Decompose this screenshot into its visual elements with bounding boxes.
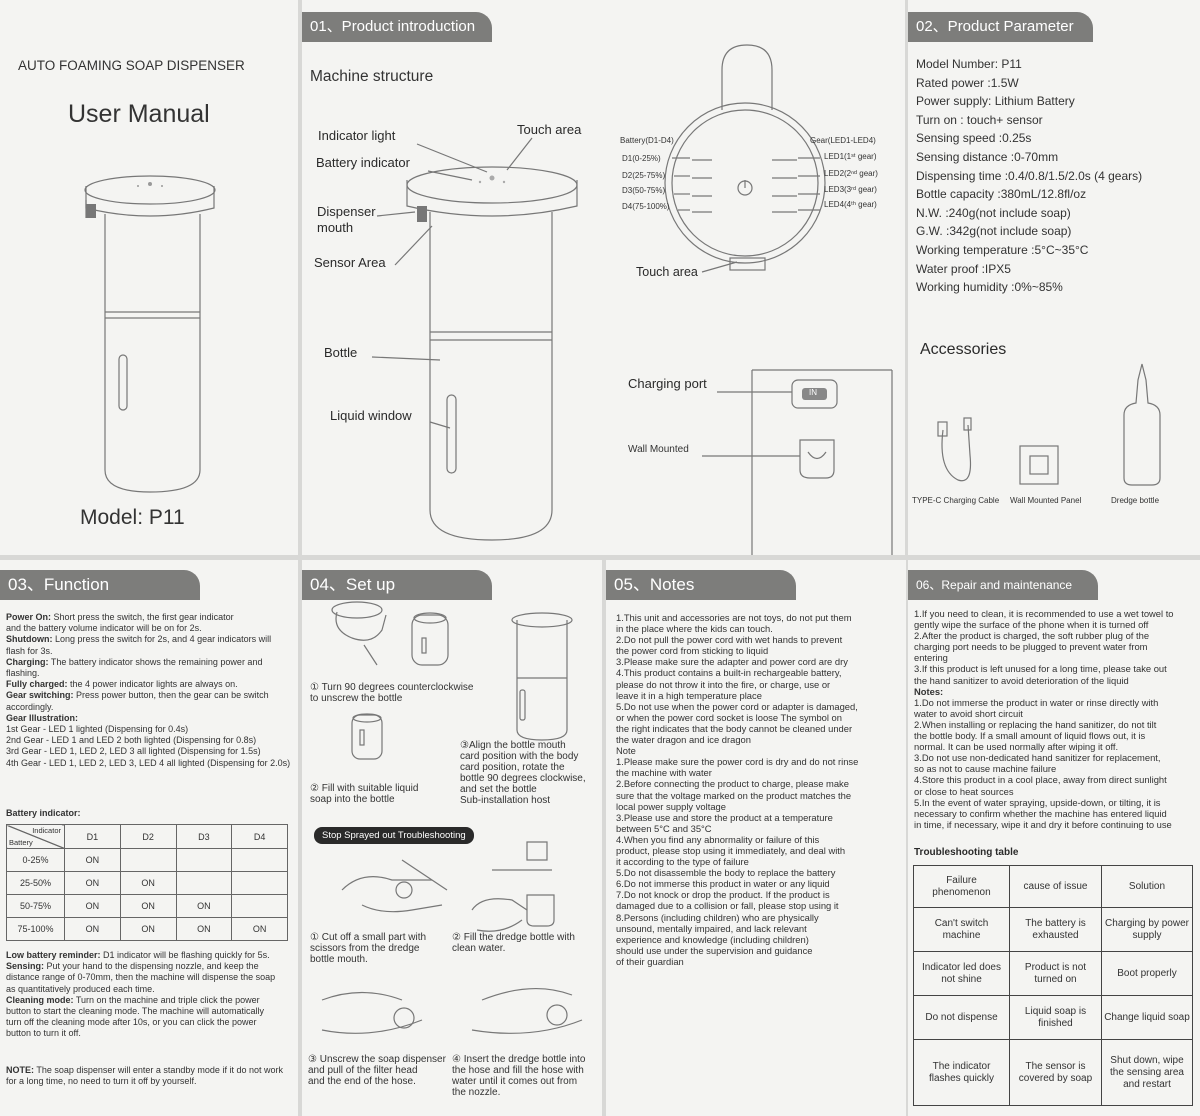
param-line: Turn on : touch+ sensor xyxy=(916,112,1043,127)
setup-step-3: ③Align the bottle mouth card position wi… xyxy=(460,740,586,807)
notes-panel: 05、Notes 1.This unit and accessories are… xyxy=(606,560,906,1116)
label-indicator-light: Indicator light xyxy=(318,128,396,143)
params-list: Model Number: P11 Rated power :1.5W Powe… xyxy=(916,55,1142,297)
notes-header: 05、Notes xyxy=(606,570,796,600)
panel-d4-label: D4(75-100%) xyxy=(622,202,670,211)
param-line: Working humidity :0%~85% xyxy=(916,280,1063,295)
intro-detail-panel: Battery(D1-D4) Gear(LED1-LED4) D1(0-25%)… xyxy=(602,0,905,555)
function-note-2: for a long time, no need to turn it off … xyxy=(6,1076,197,1086)
dispenser-illustration xyxy=(84,175,216,493)
intro-panel: 01、Product introduction Machine structur… xyxy=(302,0,602,555)
cover-panel: AUTO FOAMING SOAP DISPENSER User Manual … xyxy=(0,0,298,555)
trouble-step-2: ② Fill the dredge bottle with clean wate… xyxy=(452,932,575,955)
notes-list: 1.This unit and accessories are not toys… xyxy=(616,612,859,967)
label-dispenser-mouth: Dispenser xyxy=(317,204,376,219)
repair-list: 1.If you need to clean, it is recommende… xyxy=(914,608,1174,830)
param-line: Dispensing time :0.4/0.8/1.5/2.0s (4 gea… xyxy=(916,168,1143,183)
accessory-panel: Wall Mounted Panel xyxy=(1010,496,1082,505)
accessories-title: Accessories xyxy=(920,341,1007,358)
cover-manual-title: User Manual xyxy=(68,100,210,128)
repair-notes-title: Notes: xyxy=(914,685,944,697)
intro-header: 01、Product introduction xyxy=(302,12,492,42)
trouble-step-1: ① Cut off a small part with scissors fro… xyxy=(310,932,427,966)
param-line: Model Number: P11 xyxy=(916,57,1022,71)
battery-indicator-title: Battery indicator: xyxy=(6,808,81,818)
trouble-step-3: ③ Unscrew the soap dispenser and pull of… xyxy=(308,1054,446,1088)
param-line: Sensing distance :0-70mm xyxy=(916,149,1059,164)
trouble-step-4: ④ Insert the dredge bottle into the hose… xyxy=(452,1054,586,1099)
cover-brand-title: AUTO FOAMING SOAP DISPENSER xyxy=(18,58,245,73)
param-line: N.W. :240g(not include soap) xyxy=(916,205,1071,220)
accessory-dredge-bottle: Dredge bottle xyxy=(1111,496,1160,505)
label-sensor-area: Sensor Area xyxy=(314,255,386,270)
panel-d1-label: D1(0-25%) xyxy=(622,154,661,163)
top-view-illustration xyxy=(664,44,893,555)
panel-led2-label: LED2(2ⁿᵈ gear) xyxy=(824,169,878,178)
function-panel: 03、Function Power On: Short press the sw… xyxy=(0,560,298,1116)
param-line: Rated power :1.5W xyxy=(916,75,1019,90)
structure-illustration xyxy=(371,137,578,541)
setup-step-1: ① Turn 90 degrees counterclockwise to un… xyxy=(310,682,474,705)
setup-illustrations xyxy=(321,601,583,1034)
panel-led4-label: LED4(4ᵗʰ gear) xyxy=(824,200,877,209)
function-items: Power On: Short press the switch, the fi… xyxy=(6,612,291,768)
setup-panel: 04、Set up ① Turn 90 degrees counterclock… xyxy=(302,560,602,1116)
charging-port-in: IN xyxy=(809,388,817,397)
panel-d2-label: D2(25-75%) xyxy=(622,171,666,180)
label-bottle: Bottle xyxy=(324,345,358,360)
param-line: G.W. :342g(not include soap) xyxy=(916,224,1072,239)
charging-port-label: Charging port xyxy=(628,376,707,391)
trouble-badge: Stop Sprayed out Troubleshooting xyxy=(314,827,474,844)
param-line: Power supply: Lithium Battery xyxy=(916,94,1075,109)
cover-model: Model: P11 xyxy=(80,506,185,529)
function-note: NOTE: The soap dispenser will enter a st… xyxy=(6,1065,283,1075)
label-touch-area: Touch area xyxy=(517,122,582,137)
troubleshooting-title: Troubleshooting table xyxy=(914,847,1019,858)
panel-gear-label: Gear(LED1-LED4) xyxy=(810,136,876,145)
params-header: 02、Product Parameter xyxy=(908,12,1093,42)
param-line: Working temperature :5°C~35°C xyxy=(916,242,1089,257)
setup-header: 04、Set up xyxy=(302,570,492,600)
intro-subtitle: Machine structure xyxy=(310,68,434,85)
label-dispenser-mouth-2: mouth xyxy=(317,220,354,235)
accessories-illustration xyxy=(937,363,1161,486)
label-liquid-window: Liquid window xyxy=(330,408,412,423)
function-header: 03、Function xyxy=(0,570,200,600)
param-line: Sensing speed :0.25s xyxy=(916,131,1032,146)
setup-step-2: ② Fill with suitable liquid soap into th… xyxy=(310,783,419,806)
battery-table: Indicator Battery D1 D2 D3 D4 0-25%ON 25… xyxy=(6,824,288,941)
panel-battery-label: Battery(D1-D4) xyxy=(620,136,674,145)
repair-panel: 06、Repair and maintenance 1.If you need … xyxy=(908,560,1200,1116)
function-items-2: Low battery reminder: D1 indicator will … xyxy=(6,950,276,1039)
wall-mounted-label: Wall Mounted xyxy=(628,444,689,455)
param-line: Water proof :IPX5 xyxy=(916,261,1011,276)
params-panel: 02、Product Parameter Model Number: P11 R… xyxy=(908,0,1200,555)
accessory-cable: TYPE-C Charging Cable xyxy=(912,496,1000,505)
panel-led3-label: LED3(3ʳᵈ gear) xyxy=(824,185,877,194)
repair-header: 06、Repair and maintenance xyxy=(908,570,1098,600)
panel-touch-area-label: Touch area xyxy=(636,265,698,279)
label-battery-indicator: Battery indicator xyxy=(316,155,410,170)
panel-d3-label: D3(50-75%) xyxy=(622,186,666,195)
param-line: Bottle capacity :380mL/12.8fl/oz xyxy=(916,187,1087,202)
panel-led1-label: LED1(1ˢᵗ gear) xyxy=(824,152,877,161)
